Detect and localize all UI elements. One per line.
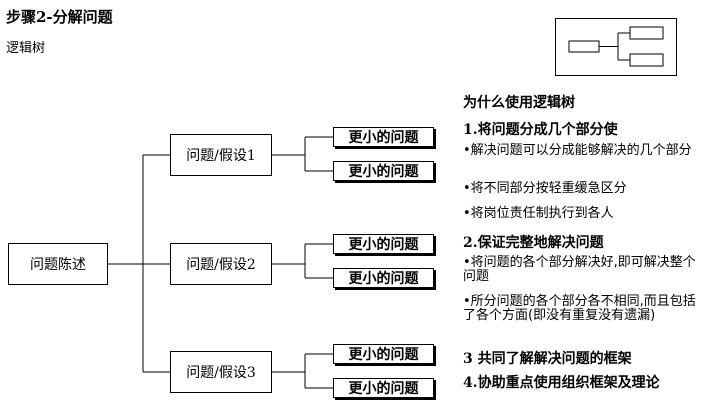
panel-heading: 为什么使用逻辑树: [463, 95, 575, 111]
reason-1-bullet-2: •将不同部分按轻重缓急区分: [463, 181, 627, 196]
reason-3: 3 共同了解解决问题的框架: [463, 351, 632, 367]
slide-title: 步骤2-分解问题: [6, 8, 113, 26]
sub-problem-node: 更小的问题: [333, 127, 434, 147]
sub-problem-node: 更小的问题: [333, 161, 434, 181]
sub-problem-node: 更小的问题: [333, 378, 434, 398]
reason-1: 1.将问题分成几个部分使: [463, 122, 618, 138]
reason-1-bullet-3: •将岗位责任制执行到各人: [463, 206, 614, 221]
sub-problem-node: 更小的问题: [333, 344, 434, 364]
reason-2-bullet-2: •所分问题的各个部分各不相同,而且包括了各个方面(即没有重复没有遗漏): [463, 294, 696, 323]
reason-2: 2.保证完整地解决问题: [463, 235, 604, 251]
logic-tree-thumbnail-icon: [555, 18, 677, 76]
hypothesis-node-2: 问题/假设2: [170, 243, 272, 285]
sub-problem-node: 更小的问题: [333, 268, 434, 288]
slide-subtitle: 逻辑树: [6, 41, 46, 56]
problem-statement-node: 问题陈述: [8, 243, 108, 285]
hypothesis-node-3: 问题/假设3: [170, 351, 272, 393]
reason-1-bullet-1: •解决问题可以分成能够解决的几个部分: [463, 143, 692, 158]
reason-4: 4.协助重点使用组织框架及理论: [463, 375, 660, 391]
hypothesis-node-1: 问题/假设1: [170, 134, 272, 176]
reason-2-bullet-1: •将问题的各个部分解决好,即可解决整个问题: [463, 255, 696, 284]
sub-problem-node: 更小的问题: [333, 234, 434, 254]
